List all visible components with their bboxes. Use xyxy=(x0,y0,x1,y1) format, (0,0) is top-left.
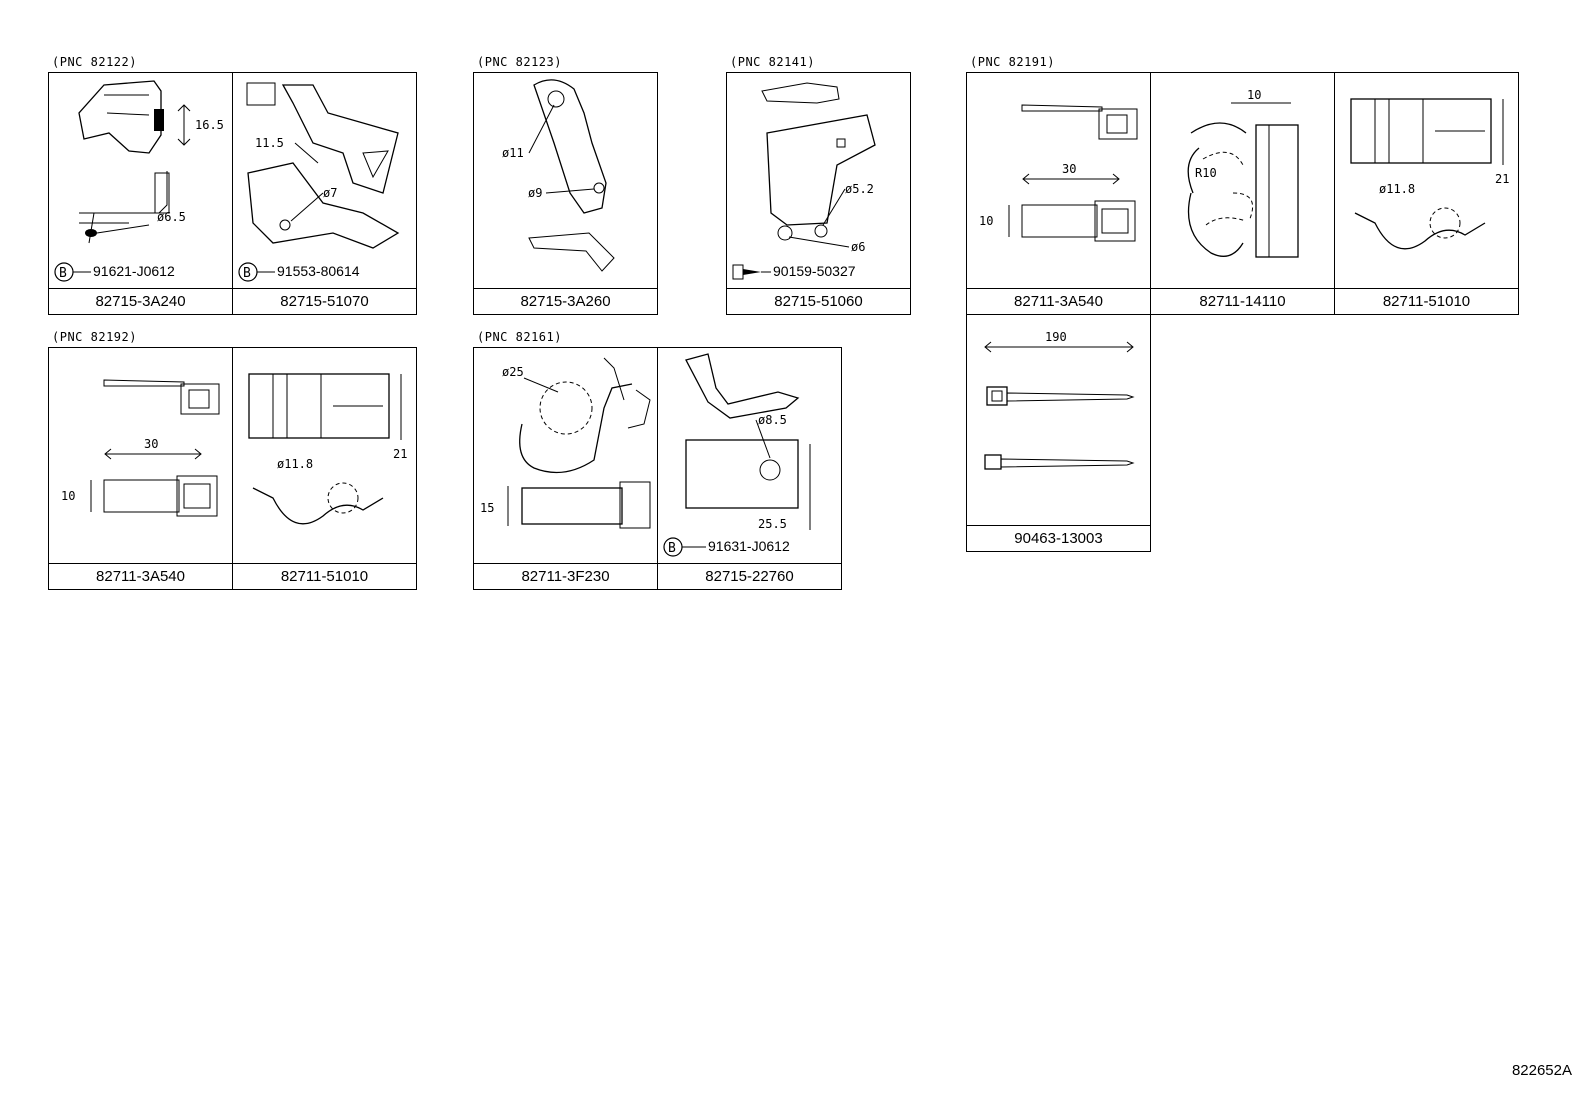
part-number: 82711-3F230 xyxy=(474,563,657,589)
pnc-label: (PNC 82141) xyxy=(730,55,815,69)
bracket-drawing: ø8.5 25.5 xyxy=(685,353,811,531)
part-cell-82715-3A240[interactable]: 16.5 ø6.5 B 91621-J0612 82715-3A240 xyxy=(48,72,233,315)
pnc-label: (PNC 82122) xyxy=(52,55,137,69)
part-number: 82715-3A240 xyxy=(49,288,232,314)
dim-label: 25.5 xyxy=(758,517,787,531)
fastener-part-number: 91553-80614 xyxy=(277,263,360,279)
diagram-code: 822652A xyxy=(1511,1062,1572,1079)
fastener-part-number: 91621-J0612 xyxy=(93,263,175,279)
pnc-label: (PNC 82161) xyxy=(477,330,562,344)
part-cell-82711-14110[interactable]: 10 R10 82711-14110 xyxy=(1150,72,1335,315)
part-cell-82711-3A540[interactable]: 30 10 82711-3A540 xyxy=(966,72,1151,315)
part-number: 82711-51010 xyxy=(233,563,416,589)
dim-label: ø6 xyxy=(851,240,865,254)
clip-drawing: 16.5 ø6.5 xyxy=(78,80,224,244)
dim-label: 10 xyxy=(61,489,75,503)
dim-label: ø11.8 xyxy=(1379,182,1415,196)
part-cell-82711-3F230[interactable]: ø25 15 82711-3F230 xyxy=(473,347,658,590)
part-cell-82711-51010[interactable]: 21 ø11.8 82711-51010 xyxy=(1334,72,1519,315)
dim-label: ø9 xyxy=(528,186,542,200)
clamp-drawing: ø25 15 xyxy=(480,357,651,529)
dim-label: 21 xyxy=(393,447,407,461)
clamp-drawing: 21 ø11.8 xyxy=(1350,98,1509,250)
bracket-drawing: ø5.2 ø6 xyxy=(761,82,876,254)
pnc-label: (PNC 82191) xyxy=(970,55,1055,69)
dim-label: 10 xyxy=(1247,88,1261,102)
fastener-part-number: 90159-50327 xyxy=(773,263,856,279)
clamp-drawing: 30 10 xyxy=(61,379,220,517)
part-cell-82715-51060[interactable]: ø5.2 ø6 90159-50327 82715-51060 xyxy=(726,72,911,315)
clamp-drawing: 30 10 xyxy=(979,104,1138,242)
part-number: 82715-22760 xyxy=(658,563,841,589)
clamp-drawing: 10 R10 xyxy=(1187,88,1299,258)
dim-label: 21 xyxy=(1495,172,1509,186)
part-cell-82711-3A540[interactable]: 30 10 82711-3A540 xyxy=(48,347,233,590)
cable-tie-drawing: 190 xyxy=(984,330,1135,470)
dim-label: ø5.2 xyxy=(845,182,874,196)
part-cell-82715-3A260[interactable]: ø11 ø9 82715-3A260 xyxy=(473,72,658,315)
pnc-label: (PNC 82192) xyxy=(52,330,137,344)
part-number: 82715-3A260 xyxy=(474,288,657,314)
part-cell-90463-13003[interactable]: 190 90463-13003 xyxy=(966,314,1151,552)
part-number: 82715-51060 xyxy=(727,288,910,314)
dim-label: ø6.5 xyxy=(157,210,186,224)
bracket-drawing: 11.5 ø7 xyxy=(246,82,400,249)
part-number: 82711-3A540 xyxy=(49,563,232,589)
pnc-label: (PNC 82123) xyxy=(477,55,562,69)
dim-label: ø25 xyxy=(502,365,524,379)
dim-label: ø11.8 xyxy=(277,457,313,471)
dim-label: 30 xyxy=(1062,162,1076,176)
part-number: 90463-13003 xyxy=(967,525,1150,551)
svg-text:B: B xyxy=(668,541,676,556)
part-number: 82715-51070 xyxy=(233,288,416,314)
part-number: 82711-3A540 xyxy=(967,288,1150,314)
svg-text:B: B xyxy=(59,266,67,281)
svg-text:B: B xyxy=(243,266,251,281)
part-number: 82711-14110 xyxy=(1151,288,1334,314)
fastener-part-number: 91631-J0612 xyxy=(708,538,790,554)
dim-label: 15 xyxy=(480,501,494,515)
dim-label: 11.5 xyxy=(255,136,284,150)
clamp-drawing: 21 ø11.8 xyxy=(248,373,407,525)
dim-label: ø7 xyxy=(323,186,337,200)
dim-label: R10 xyxy=(1195,166,1217,180)
part-cell-82715-22760[interactable]: ø8.5 25.5 B 91631-J0612 82715-22760 xyxy=(657,347,842,590)
dim-label: 190 xyxy=(1045,330,1067,344)
dim-label: 10 xyxy=(979,214,993,228)
dim-label: 16.5 xyxy=(195,118,224,132)
dim-label: 30 xyxy=(144,437,158,451)
part-number: 82711-51010 xyxy=(1335,288,1518,314)
bracket-drawing: ø11 ø9 xyxy=(502,79,615,272)
dim-label: ø11 xyxy=(502,146,524,160)
dim-label: ø8.5 xyxy=(758,413,787,427)
part-cell-82715-51070[interactable]: 11.5 ø7 B 91553-80614 82715-51070 xyxy=(232,72,417,315)
part-cell-82711-51010[interactable]: 21 ø11.8 82711-51010 xyxy=(232,347,417,590)
